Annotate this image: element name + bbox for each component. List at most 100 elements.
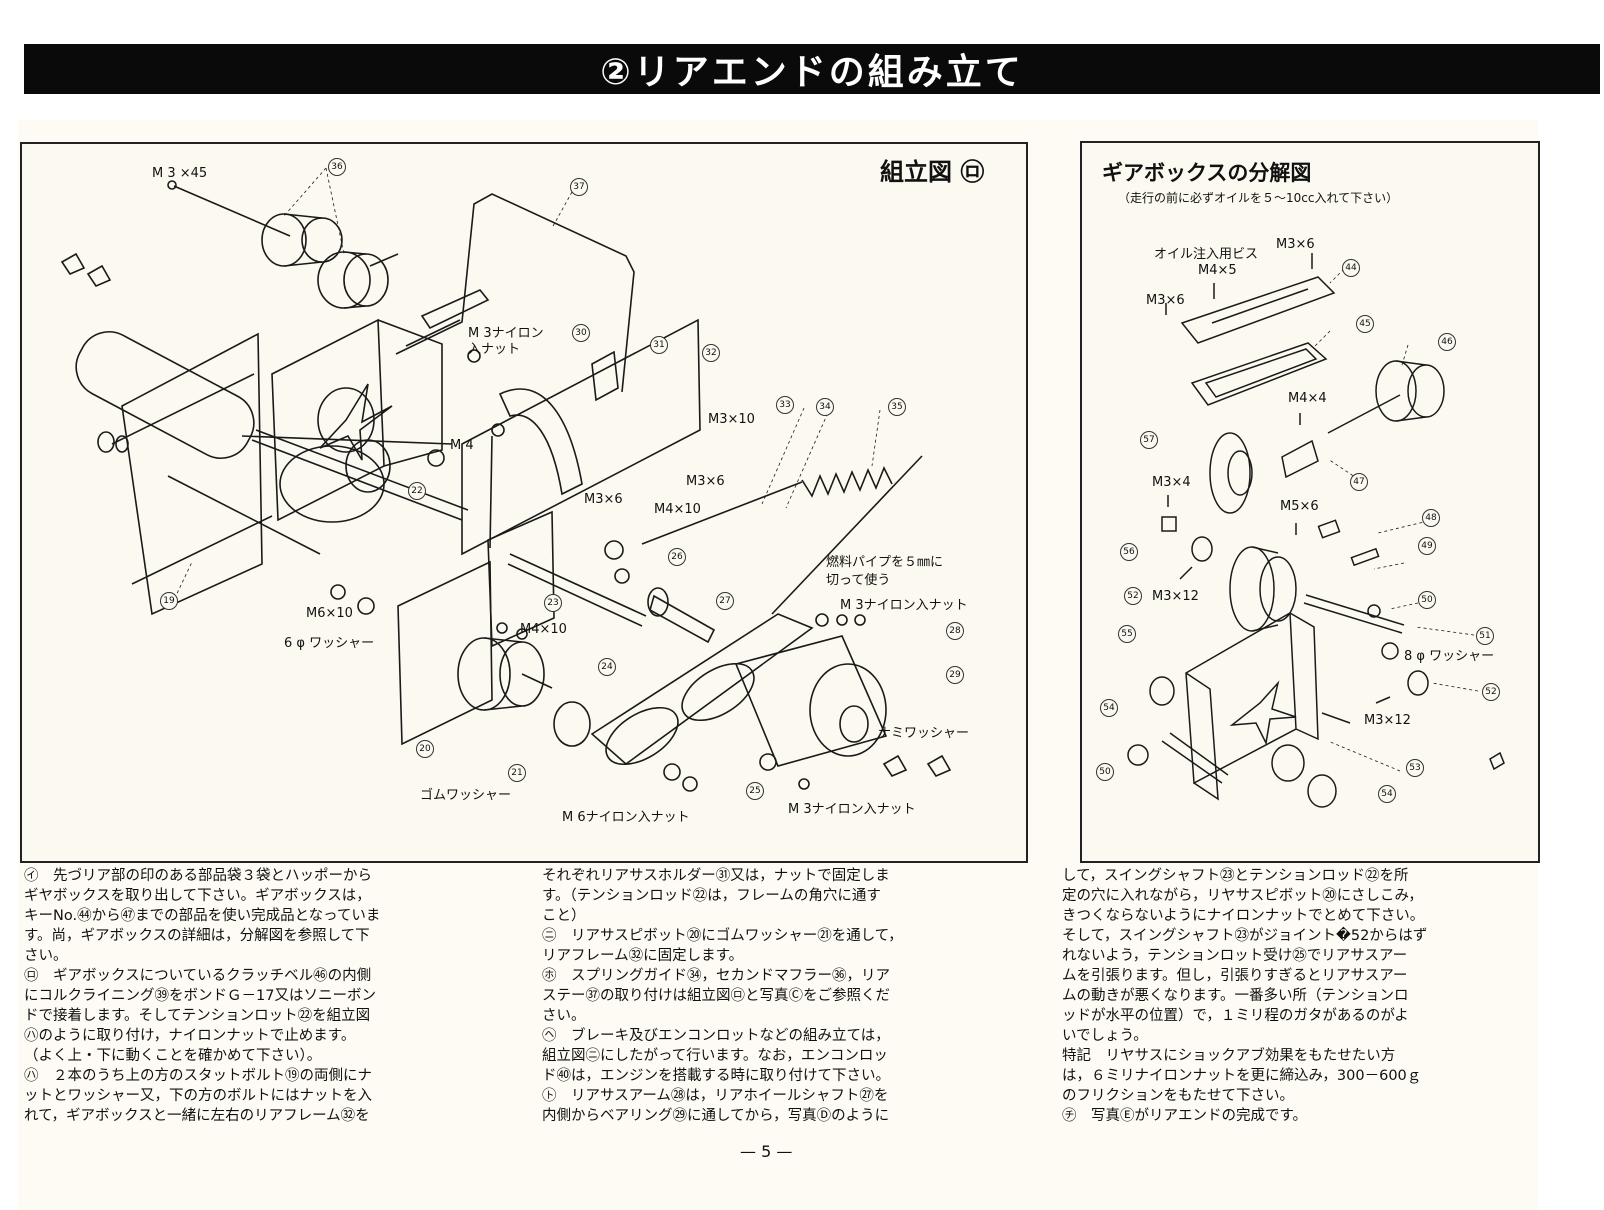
gearbox-cover [1180, 276, 1336, 344]
part-number-21: 21 [508, 764, 526, 782]
rear-frame-left [397, 560, 493, 746]
label-m6x10: M6×10 [306, 606, 353, 621]
label-m3x6-b: M3×6 [584, 492, 623, 507]
label-rubber-washer: ゴムワッシャー [420, 788, 512, 803]
text-line: ステー㊲の取り付けは組立図㋺と写真Ⓒをご参照くだ [542, 988, 890, 1004]
part-number-36: 36 [328, 158, 346, 176]
swing-arm [590, 613, 814, 766]
page-number: — 5 — [740, 1142, 793, 1161]
part-number-52-b: 52 [1482, 683, 1500, 701]
label-m4x10-a: M4×10 [654, 502, 701, 517]
pinion [1281, 439, 1319, 479]
part-number-49: 49 [1418, 537, 1436, 555]
part-number-51: 51 [1476, 627, 1494, 645]
text-line: リアフレーム㉜に固定します。 [542, 948, 744, 964]
text-line: ギヤボックスを取り出して下さい。ギアボックスは， [24, 888, 371, 904]
part-number-26: 26 [668, 548, 686, 566]
label-m3-nylon-nut-3: M 3ナイロン入ナット [788, 802, 916, 817]
gearbox-title: ギアボックスの分解図 [1102, 161, 1312, 185]
label-m3x6-b: M3×6 [1146, 293, 1185, 308]
text-line: キーNo.㊹から㊼までの部品を使い完成品となっていま [24, 908, 381, 924]
part-number-44: 44 [1342, 259, 1360, 277]
part-number-46: 46 [1438, 333, 1456, 351]
left-frame-plate [121, 332, 263, 616]
text-line: きつくならないようにナイロンナットでとめて下さい。 [1062, 908, 1425, 924]
label-fuel-pipe: 燃料パイプを５㎜に 切って使う [826, 555, 944, 588]
text-line: 内側からベアリング㉙に通してから，写真Ⓓのように [542, 1108, 890, 1124]
text-line: （よく上・下に動くことを確かめて下さい）。 [24, 1048, 322, 1064]
part-number-19: 19 [160, 592, 178, 610]
label-m4x4: M4×4 [1288, 391, 1327, 406]
part-number-53: 53 [1406, 759, 1424, 777]
muffler-part-a [261, 213, 307, 267]
part-number-28: 28 [946, 622, 964, 640]
text-line: れて，ギアボックスと一緒に左右のリアフレーム㉜を [24, 1108, 370, 1124]
text-line: 特記 リヤサスにショックアブ効果をもたせたい方 [1062, 1048, 1396, 1064]
assembly-diagram-panel: 組立図 ㋺ [20, 142, 1028, 863]
part-number-20: 20 [416, 740, 434, 758]
text-line: ッドが水平の位置）で，１ミリ程のガタがあるのがよ [1062, 1008, 1409, 1024]
text-line: ㋠ 写真Ⓔがリアエンドの完成です。 [1062, 1108, 1308, 1124]
rear-sus-pivot [457, 637, 511, 711]
text-line: こと） [542, 908, 586, 924]
section-title-bar: ②リアエンドの組み立て [24, 44, 1600, 94]
bevel-gear [1209, 432, 1251, 514]
part-number-24: 24 [598, 658, 616, 676]
text-line: それぞれリアサスホルダー㉛又は，ナットで固定しま [542, 868, 890, 884]
part-number-30: 30 [572, 324, 590, 342]
label-washer-6: 6 φ ワッシャー [284, 636, 375, 651]
text-line: ㋣ リアサスアーム㉘は，リアホイールシャフト㉗を [542, 1088, 889, 1104]
text-line: す。（テンションロッド㉒は，フレームの角穴に通す [542, 888, 881, 904]
gearbox-body [1185, 611, 1297, 785]
rear-stay [395, 193, 635, 393]
text-line: いでしょう。 [1062, 1028, 1148, 1044]
text-column-3: して，スイングシャフト㉓とテンションロッド㉒を所 定の穴に入れながら，リヤサスピ… [1062, 866, 1554, 1126]
part-number-22: 22 [408, 482, 426, 500]
assembly-title: 組立図 ㋺ [880, 158, 985, 186]
label-m3x45: M 3 ×45 [152, 166, 208, 181]
label-m3x4: M3×4 [1152, 475, 1191, 490]
gearbox-gasket [1190, 342, 1328, 406]
part-number-45: 45 [1356, 315, 1374, 333]
part-number-57: 57 [1140, 431, 1158, 449]
label-m6-nylon-nut: M 6ナイロン入ナット [562, 810, 690, 825]
text-line: ㋑ 先づリア部の印のある部品袋３袋とハッポーから [24, 868, 372, 884]
gearbox-diagram-panel: ギアボックスの分解図 （走行の前に必ずオイルを５～10cc入れて下さい） [1080, 141, 1540, 863]
text-line: ムを引張ります。但し，引張りすぎるとリアサスアー [1062, 968, 1408, 984]
part-number-52-a: 52 [1124, 587, 1142, 605]
part-number-29: 29 [946, 666, 964, 684]
text-line: ドで接着します。そしてテンションロット㉒を組立図 [24, 1008, 371, 1024]
part-number-34: 34 [816, 398, 834, 416]
label-m4x10-b: M4×10 [520, 622, 567, 637]
label-washer-8: 8 φ ワッシャー [1404, 649, 1495, 664]
section-title: ②リアエンドの組み立て [600, 52, 1024, 93]
rubber-washer [553, 701, 591, 747]
part-number-31: 31 [650, 336, 668, 354]
part-number-37: 37 [570, 178, 588, 196]
text-line: さい。 [24, 948, 68, 964]
text-column-1: ㋑ 先づリア部の印のある部品袋３袋とハッポーから ギヤボックスを取り出して下さい… [24, 866, 524, 1126]
label-m3x12-a: M3×12 [1152, 589, 1199, 604]
spring-guide [641, 481, 803, 545]
part-number-35: 35 [888, 398, 906, 416]
label-m3x6-a: M3×6 [686, 474, 725, 489]
part-number-23: 23 [544, 594, 562, 612]
text-line: ットとワッシャー又，下の方のボルトにはナットを入 [24, 1088, 372, 1104]
text-line: ㋩のように取り付け，ナイロンナットで止めます。 [24, 1028, 356, 1044]
text-line: 定の穴に入れながら，リヤサスピボット⑳にさしこみ， [1062, 888, 1423, 904]
text-line: す。尚，ギアボックスの詳細は，分解図を参照して下 [24, 928, 370, 944]
text-line: ㋩ ２本のうち上の方のスタットボルト⑲の両側にナ [24, 1068, 372, 1084]
text-line: ㋬ ブレーキ及びエンコンロットなどの組み立ては， [542, 1028, 890, 1044]
text-line: ㋺ ギアボックスについているクラッチベル㊻の内側 [24, 968, 372, 984]
text-line: して，スイングシャフト㉓とテンションロッド㉒を所 [1062, 868, 1409, 884]
text-line: れないよう，テンションロット受け㉕でリアサスアー [1062, 948, 1408, 964]
part-number-54-b: 54 [1378, 785, 1396, 803]
label-m3x10: M3×10 [708, 412, 755, 427]
label-oil-screw: オイル注入用ビス [1154, 247, 1259, 262]
rear-wheel-shaft [649, 594, 716, 644]
label-m5x6: M5×6 [1280, 499, 1319, 514]
text-line: そして，スイングシャフト㉓がジョイント�52からはず [1062, 928, 1428, 944]
output-shaft [1303, 602, 1403, 634]
text-line: ㋭ スプリングガイド㉞，セカンドマフラー㊱，リア [542, 968, 890, 984]
part-number-50-b: 50 [1096, 763, 1114, 781]
